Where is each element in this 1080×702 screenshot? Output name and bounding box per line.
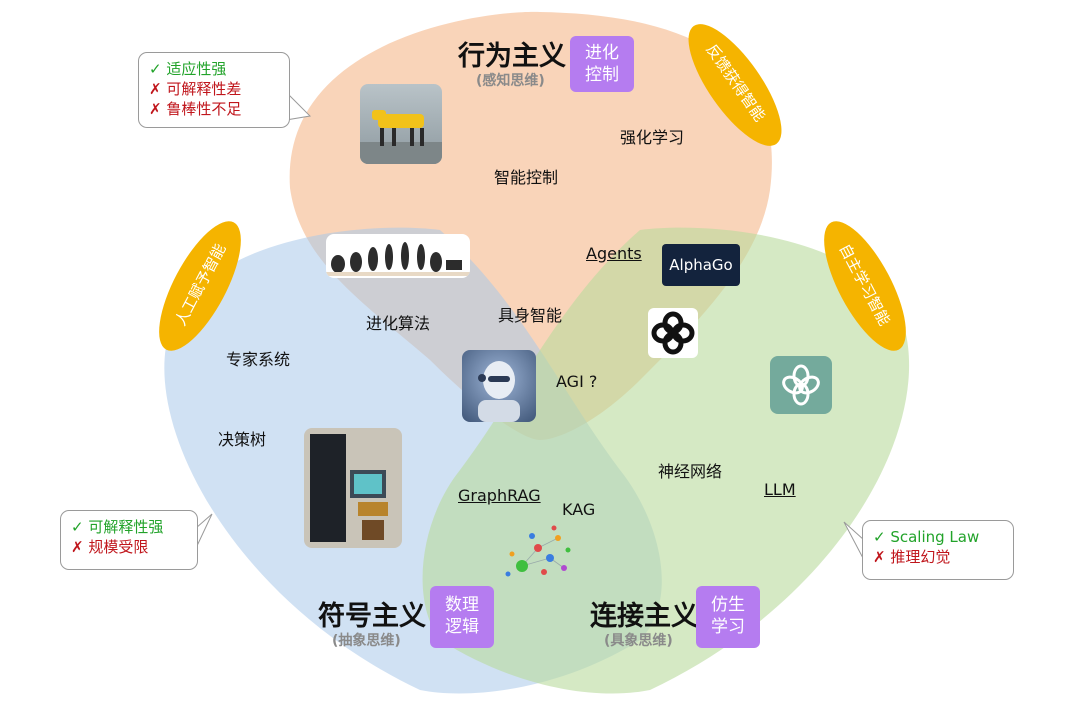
behaviorism-tag-line1: 进化 [585,43,619,63]
robot-head-icon [478,361,520,422]
label-neural-network: 神经网络 [658,462,723,481]
robot-dog-icon [360,110,442,164]
connectionism-callout: ✓ Scaling Law ✗ 推理幻觉 [862,520,1014,580]
label-agi: AGI ? [556,372,598,391]
symbolism-tag-line1: 数理 [445,595,479,615]
agi-robot-image [462,350,536,422]
connectionism-tag-line2: 学习 [711,617,745,637]
label-kag: KAG [562,500,596,519]
label-expert-system: 专家系统 [226,350,291,369]
label-graphrag: GraphRAG [458,486,541,505]
behaviorism-pro: ✓ 适应性强 [149,60,227,78]
knot-logo [648,308,698,358]
label-reinforcement-learning: 强化学习 [620,128,685,147]
label-embodied-ai: 具身智能 [498,306,563,325]
behaviorism-callout: ✓ 适应性强 ✗ 可解释性差 ✗ 鲁棒性不足 [138,52,290,128]
robot-dog-image [360,84,442,164]
callout-tail-connectionism [843,521,865,561]
label-agents: Agents [586,244,642,263]
behaviorism-con-1: ✗ 可解释性差 [149,80,242,98]
behaviorism-con-2: ✗ 鲁棒性不足 [149,100,242,118]
graph-network-icon [505,525,571,577]
pill-self-learning [824,221,906,351]
openai-icon [782,364,820,406]
connectionism-tag-line1: 仿生 [711,595,745,615]
behaviorism-subtitle: (感知思维) [476,73,545,89]
connectionism-pro: ✓ Scaling Law [873,528,980,546]
knot-icon [651,311,695,355]
connectionism-subtitle: (具象思维) [604,633,673,649]
connectionism-region [422,227,910,694]
alphago-logo: AlphaGo [662,244,740,286]
symbolism-tag-line2: 逻辑 [445,617,479,637]
label-llm: LLM [764,480,796,499]
behaviorism-tag: 进化 控制 [570,36,634,92]
connectionism-con: ✗ 推理幻觉 [873,548,951,566]
behaviorism-title: 行为主义 [458,41,566,72]
symbolism-title: 符号主义 [318,601,426,632]
alphago-logo-text: AlphaGo [669,256,733,274]
symbolism-callout: ✓ 可解释性强 ✗ 规模受限 [60,510,198,570]
evolution-icon [326,242,470,276]
knowledge-graph-image [498,518,578,584]
symbolism-subtitle: (抽象思维) [332,633,401,649]
label-decision-tree: 决策树 [218,430,267,449]
symbolism-tag: 数理 逻辑 [430,586,494,648]
label-evolutionary-algorithm: 进化算法 [366,314,431,333]
symbolism-pro: ✓ 可解释性强 [71,518,164,536]
evolution-image [326,234,470,278]
connectionism-tag: 仿生 学习 [696,586,760,648]
label-intelligent-control: 智能控制 [494,168,559,187]
pill-artificial [159,221,241,351]
connectionism-title: 连接主义 [590,601,698,632]
computer-image [304,428,402,548]
callout-tail-symbolism [195,513,213,549]
mainframe-icon [310,434,388,542]
chatgpt-logo [770,356,832,414]
pill-feedback [688,24,782,146]
behaviorism-tag-line2: 控制 [585,65,619,85]
symbolism-con: ✗ 规模受限 [71,538,149,556]
